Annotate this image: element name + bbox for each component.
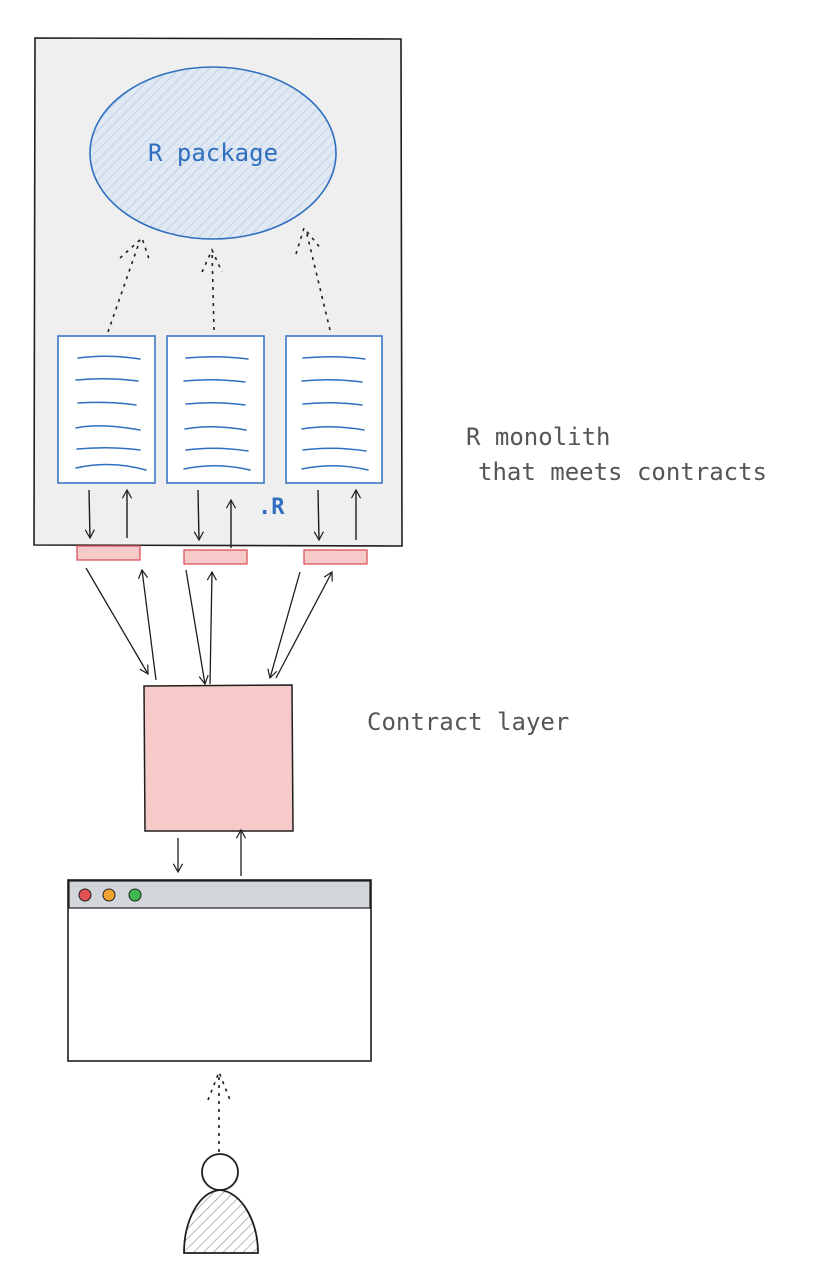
- dotted-arrow-user-browser: [207, 1069, 231, 1152]
- contract-ports: [76, 545, 368, 565]
- user-icon: [183, 1153, 259, 1254]
- port-contract-arrows: [85, 567, 333, 686]
- contract-port-3: [303, 549, 368, 565]
- r-package-label: R package: [148, 139, 278, 167]
- dotted-arrows-to-package: [107, 226, 331, 333]
- r-file-2: [166, 335, 265, 484]
- r-monolith-label-line1: R monolith: [466, 423, 611, 451]
- file-port-arrows: [84, 488, 362, 548]
- r-file-1: [57, 335, 156, 484]
- r-package-node: R package: [89, 66, 337, 240]
- contract-port-1: [76, 545, 141, 561]
- dotted-arrow-file2-package: [211, 249, 215, 331]
- browser-window: [67, 879, 372, 1062]
- browser-title-bar: [68, 880, 371, 909]
- contract-browser-arrows: [172, 828, 247, 876]
- minimize-dot-icon: [102, 888, 116, 902]
- dotted-arrow-file3-package: [305, 229, 331, 331]
- contract-layer-label: Contract layer: [367, 708, 569, 736]
- r-monolith-label-line2: that meets contracts: [478, 458, 767, 486]
- close-dot-icon: [78, 888, 92, 902]
- maximize-dot-icon: [128, 888, 142, 902]
- r-file-3: [285, 335, 383, 484]
- contract-layer-box: [143, 684, 294, 832]
- r-file-extension-label: .R: [258, 495, 285, 520]
- r-monolith-label: R monolith that meets contracts: [466, 423, 767, 486]
- contract-port-2: [183, 549, 248, 565]
- dotted-arrow-file1-package: [107, 239, 141, 333]
